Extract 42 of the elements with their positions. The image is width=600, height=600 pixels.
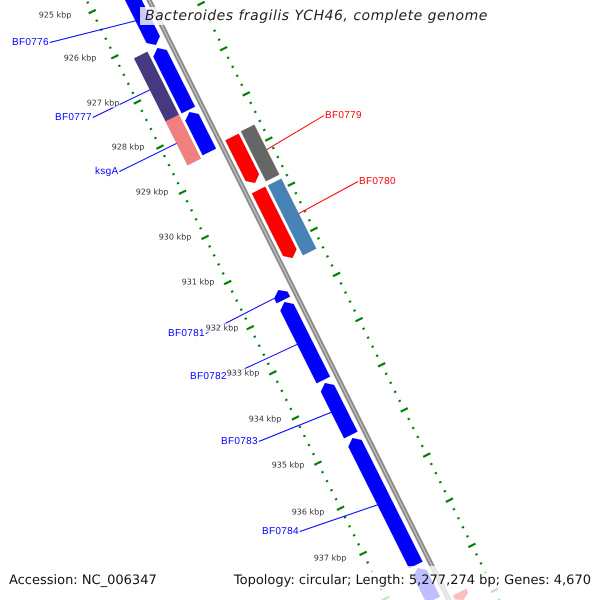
gene-block xyxy=(165,114,202,166)
gene-label: BF0776 xyxy=(12,37,49,48)
scale-label: 931 kbp xyxy=(182,278,214,286)
leader-line xyxy=(118,142,177,172)
scale-label: 932 kbp xyxy=(206,324,238,332)
leader-line xyxy=(266,115,324,150)
gene-block xyxy=(185,112,216,156)
gene-block xyxy=(274,290,290,304)
gene-block xyxy=(153,48,196,114)
gene-block xyxy=(225,133,260,184)
gene-label: ksgA xyxy=(95,166,118,177)
gene-label: BF0779 xyxy=(325,110,362,121)
scale-label: 934 kbp xyxy=(248,414,282,424)
gene-label: BF0780 xyxy=(359,176,396,187)
leader-line xyxy=(258,412,332,442)
gene-label: BF0781 xyxy=(168,328,205,339)
leader-line xyxy=(92,89,150,118)
gene-block xyxy=(268,178,317,256)
scale-label: 927 kbp xyxy=(86,98,120,108)
scale-label: 930 kbp xyxy=(158,232,192,242)
gene-label: BF0783 xyxy=(221,436,258,447)
scale-label: 926 kbp xyxy=(64,54,96,62)
leader-line xyxy=(298,181,358,214)
gene-block xyxy=(320,382,358,439)
leader-line xyxy=(49,20,136,43)
gene-label: BF0777 xyxy=(55,112,92,123)
scale-label: 929 kbp xyxy=(136,188,168,196)
gene-block xyxy=(348,438,423,569)
gene-block xyxy=(252,186,297,258)
gene-label: BF0784 xyxy=(262,526,299,537)
scale-label: 933 kbp xyxy=(226,368,260,378)
gene-label: BF0782 xyxy=(190,371,227,382)
gene-block xyxy=(134,51,180,122)
genome-summary-text: Topology: circular; Length: 5,277,274 bp; Genes: 4,670 xyxy=(234,573,591,588)
scale-label: 936 kbp xyxy=(292,508,324,516)
scale-label: 935 kbp xyxy=(272,460,304,470)
gene-block xyxy=(240,124,280,182)
scale-label: 928 kbp xyxy=(112,142,144,152)
gene-block xyxy=(280,302,330,384)
leader-line xyxy=(299,504,378,532)
accession-text: Accession: NC_006347 xyxy=(9,573,157,588)
scale-label: 925 kbp xyxy=(38,10,72,20)
